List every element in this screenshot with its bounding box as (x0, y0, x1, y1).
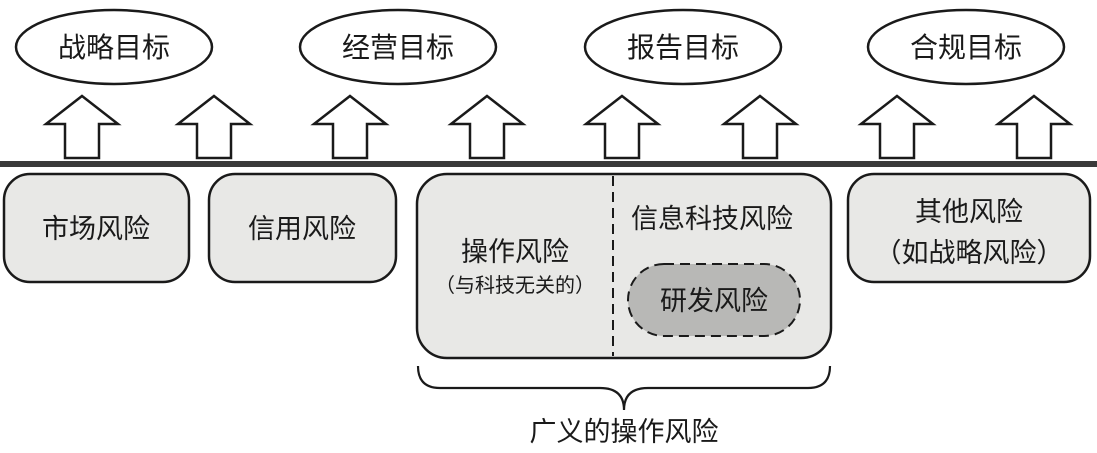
up-arrow-3 (310, 94, 390, 160)
up-arrows (42, 94, 1074, 160)
other-risk-box (846, 172, 1092, 284)
up-arrow-7 (857, 94, 937, 160)
goal-operations: 经营目标 (298, 8, 498, 86)
rd-risk-box (627, 263, 801, 337)
goal-compliance-ellipse (866, 8, 1066, 86)
up-arrow-2 (174, 94, 254, 160)
market-risk-box (2, 172, 191, 284)
goal-reporting: 报告目标 (583, 8, 783, 86)
goal-compliance-label: 合规目标 (910, 31, 1022, 64)
up-arrow-6 (720, 94, 800, 160)
broad-operational-risk-caption: 广义的操作风险 (530, 417, 719, 448)
other-risk-note: （如战略风险） (875, 238, 1064, 269)
other-risk-title: 其他风险 (915, 197, 1023, 228)
divider-line (0, 161, 1097, 167)
up-arrow-8 (994, 94, 1074, 160)
operational-risk-title: 操作风险 (461, 237, 569, 268)
goal-reporting-label: 报告目标 (627, 31, 739, 64)
goal-operations-label: 经营目标 (342, 31, 454, 64)
market-risk-label: 市场风险 (42, 214, 150, 245)
goal-strategy-ellipse (14, 8, 214, 86)
operational-risk-note: （与科技无关的） (435, 273, 595, 297)
credit-risk-label: 信用风险 (248, 214, 356, 245)
box-operational-it: 操作风险 （与科技无关的） 信息科技风险 研发风险 (415, 172, 833, 360)
box-market-risk: 市场风险 (2, 172, 191, 284)
box-credit-risk: 信用风险 (207, 172, 398, 284)
up-arrow-5 (582, 94, 662, 160)
goal-reporting-ellipse (583, 8, 783, 86)
rd-risk-label: 研发风险 (660, 286, 768, 317)
up-arrow-4 (447, 94, 527, 160)
goal-operations-ellipse (298, 8, 498, 86)
credit-risk-box (207, 172, 398, 284)
up-arrow-1 (42, 94, 122, 160)
goal-strategy-label: 战略目标 (58, 31, 170, 64)
goal-compliance: 合规目标 (866, 8, 1066, 86)
brace (416, 365, 832, 411)
goal-strategy: 战略目标 (14, 8, 214, 86)
box-other-risk: 其他风险 （如战略风险） (846, 172, 1092, 284)
it-risk-title: 信息科技风险 (631, 204, 793, 235)
